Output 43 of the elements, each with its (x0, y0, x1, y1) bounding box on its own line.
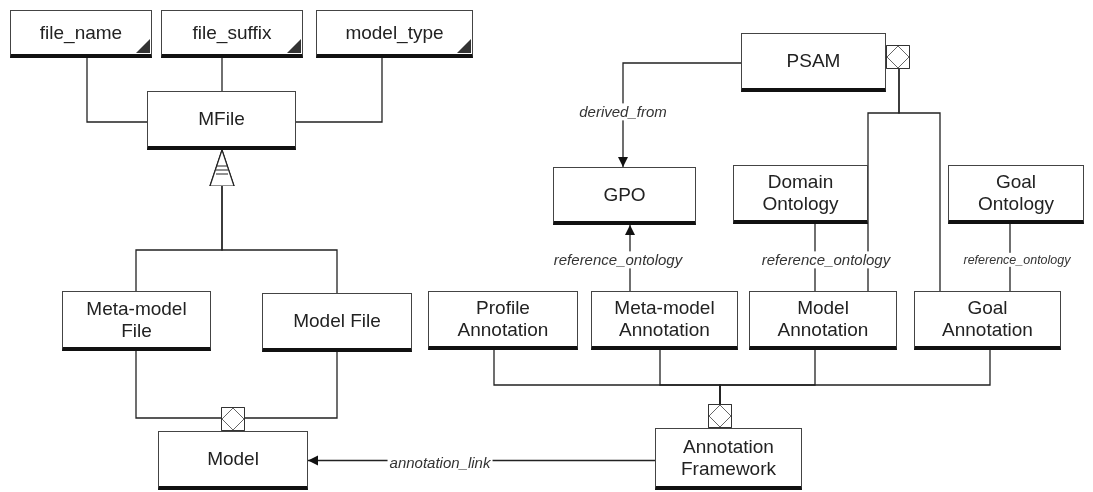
entity-box (914, 291, 1061, 350)
node-label: GPO (603, 183, 646, 206)
node-label: Meta-model Annotation (613, 297, 716, 341)
node-label: Model Annotation (776, 297, 870, 341)
edge-label: reference_ontology (961, 252, 1073, 268)
entity-box (741, 33, 886, 92)
entity-box (655, 428, 802, 490)
edge-label: reference_ontology (759, 251, 893, 269)
entity-box (62, 291, 211, 351)
entity-box (147, 91, 296, 150)
attribute-box (316, 10, 473, 58)
edge-label: derived_from (577, 103, 669, 121)
connector-line (295, 57, 383, 123)
edge-label: annotation_link (387, 454, 493, 472)
entity-box (262, 293, 412, 352)
node-label: Model File (293, 310, 381, 332)
node-label: Domain Ontology (761, 171, 840, 215)
entity-box (428, 291, 578, 350)
aggregation-connector (221, 351, 338, 432)
attribute-box (161, 10, 303, 58)
entity-box (158, 431, 308, 490)
node-label: file_name (39, 21, 123, 44)
node-label: Profile Annotation (456, 297, 550, 341)
connector-line (86, 57, 148, 123)
entity-box (733, 165, 868, 224)
node-label: Goal Ontology (976, 171, 1055, 215)
node-label: Annotation Framework (680, 435, 777, 480)
node-label: file_suffix (192, 21, 272, 44)
node-label: PSAM (786, 50, 841, 72)
node-label: MFile (198, 108, 245, 130)
entity-box (553, 167, 696, 225)
generalization-arrow (209, 149, 338, 294)
edge-label: reference_ontology (551, 251, 685, 269)
connector-line (221, 57, 223, 92)
entity-box (749, 291, 897, 350)
attribute-box (10, 10, 152, 58)
entity-box (591, 291, 738, 350)
entity-box (948, 165, 1084, 224)
node-label: Meta-model File (85, 297, 188, 342)
arrow (618, 62, 742, 168)
node-label: Model (207, 448, 259, 470)
node-label: model_type (345, 21, 444, 44)
node-label: Goal Annotation (941, 297, 1034, 341)
